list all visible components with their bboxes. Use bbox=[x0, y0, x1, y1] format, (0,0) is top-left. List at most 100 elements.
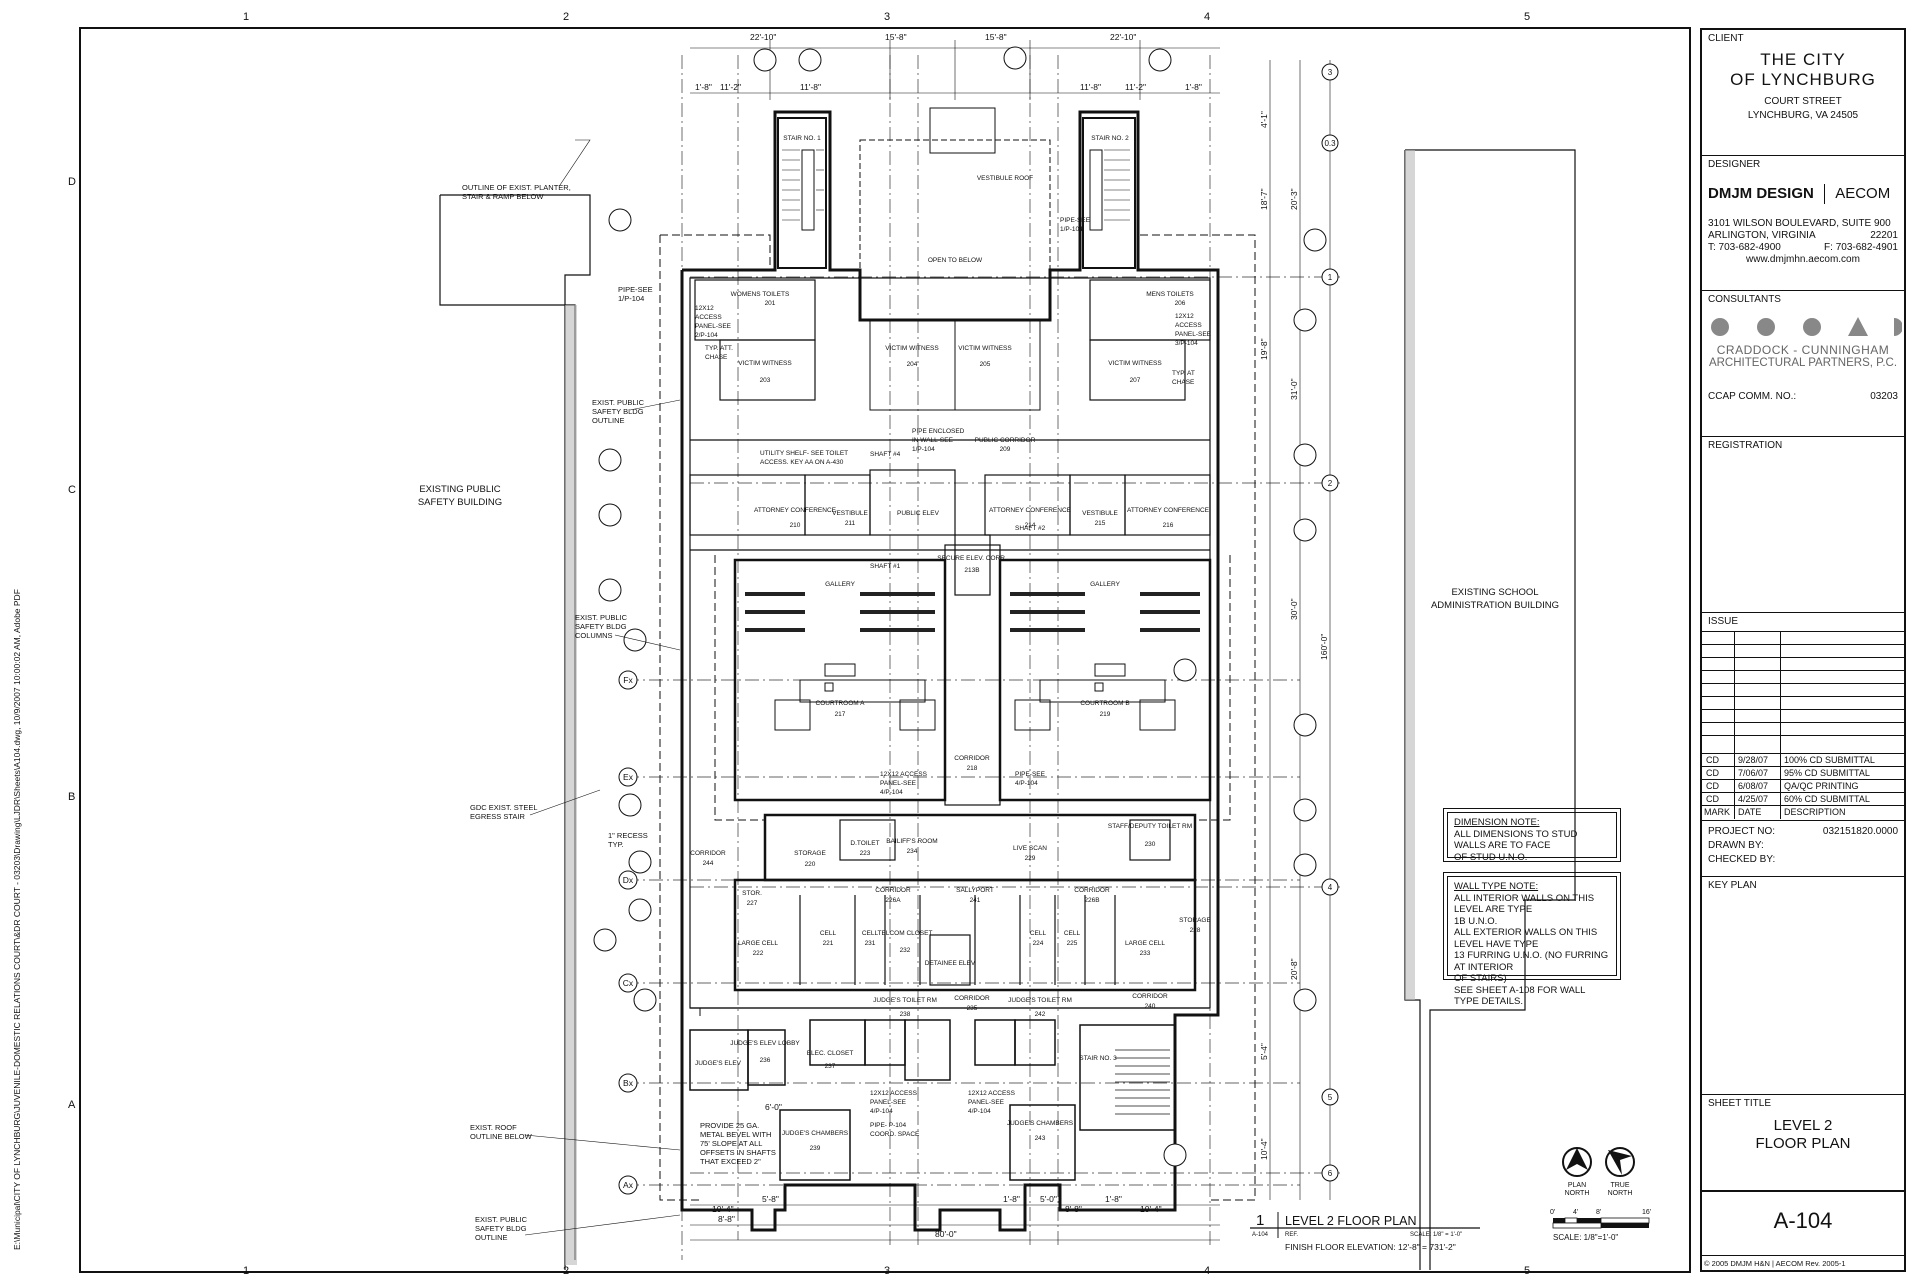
dim-top-4: 22'-10" bbox=[1110, 32, 1136, 42]
true-north-label-2: NORTH bbox=[1608, 1190, 1633, 1197]
wall-type-note-line-1: ALL INTERIOR WALLS ON THIS LEVEL ARE TYP… bbox=[1454, 892, 1595, 916]
scale-tick-16: 16' bbox=[1642, 1209, 1651, 1216]
room-224: 224 bbox=[1033, 940, 1044, 947]
ccap-number: 03203 bbox=[1870, 391, 1898, 402]
note-access2-2: PANEL-SEE bbox=[870, 1099, 907, 1106]
wall-type-note-title: WALL TYPE NOTE: bbox=[1454, 881, 1539, 892]
room-243: 243 bbox=[1035, 1135, 1046, 1142]
note-access-m-3: PANEL-SEE bbox=[1175, 331, 1212, 338]
drawing-ref-sheet: A-104 bbox=[1252, 1232, 1269, 1238]
sheet-title-section: SHEET TITLE LEVEL 2 FLOOR PLAN bbox=[1702, 1094, 1904, 1214]
egress-1: GDC EXIST. STEEL bbox=[470, 803, 538, 812]
issue-col-mark: MARK bbox=[1704, 807, 1731, 817]
room-228: 228 bbox=[1190, 927, 1201, 934]
copyright: © 2005 DMJM H&N | AECOM Rev. 2005-1 bbox=[1704, 1259, 1846, 1268]
room-221: 221 bbox=[823, 940, 834, 947]
designer-brand: AECOM bbox=[1835, 184, 1891, 202]
dim-right-10: 5'-4" bbox=[1259, 1043, 1269, 1060]
existing-psb-line2: SAFETY BUILDING bbox=[418, 497, 502, 508]
dim-top2-1: 1'-8" bbox=[695, 82, 712, 92]
true-north-label: TRUE bbox=[1610, 1182, 1629, 1189]
designer-web: www.dmjmhn.aecom.com bbox=[1746, 254, 1860, 265]
room-secure-corr: SECURE ELEV. CORR. bbox=[937, 555, 1007, 562]
room-211: 211 bbox=[845, 520, 856, 527]
room-atty-210: ATTORNEY CONFERENCE bbox=[754, 507, 837, 514]
note-access3-2: PANEL-SEE bbox=[968, 1099, 1005, 1106]
room-live-scan: LIVE SCAN bbox=[1013, 845, 1047, 852]
note-pipe-see2-2: 4/P-104 bbox=[1015, 780, 1038, 787]
sheet-title-header: SHEET TITLE bbox=[1708, 1098, 1771, 1109]
designer-header: DESIGNER bbox=[1708, 159, 1761, 170]
stair-3-treads bbox=[1115, 1049, 1170, 1115]
dim-bot-10: 10'-4" bbox=[1140, 1204, 1162, 1214]
dim-right-2: 18'-7" bbox=[1259, 188, 1269, 210]
room-bailiff: BAILIFF'S ROOM bbox=[886, 838, 937, 845]
plan-north-arrow-icon bbox=[1566, 1148, 1588, 1170]
scale-tick-0: 0' bbox=[1550, 1209, 1555, 1216]
room-judge-toilet-238: JUDGE'S TOILET RM bbox=[873, 997, 937, 1004]
consultant-name-2: ARCHITECTURAL PARTNERS, P.C. bbox=[1708, 357, 1898, 369]
client-name-1: THE CITY bbox=[1760, 50, 1846, 69]
room-204: 204 bbox=[907, 361, 918, 368]
left-grid-bubbles bbox=[618, 670, 638, 1195]
issue-1-desc: 100% CD SUBMITTAL bbox=[1784, 755, 1875, 765]
plan-annotations: SHAFT #1 SHAFT #2 SHAFT #4 UTILITY SHELF… bbox=[695, 217, 1212, 1138]
issue-4-desc: 60% CD SUBMITTAL bbox=[1784, 794, 1870, 804]
bottom-dimensions bbox=[690, 1204, 1220, 1241]
psb-outline-2: SAFETY BLDG bbox=[592, 407, 644, 416]
sheet-border bbox=[79, 27, 1691, 1273]
grid-bubble-0-3: 0.3 bbox=[1324, 139, 1336, 148]
issue-row-3: CD 6/08/07 QA/QC PRINTING bbox=[1702, 779, 1904, 793]
note-chase-w-1: TYP. ATT. bbox=[705, 345, 733, 352]
issue-row-1: CD 9/28/07 100% CD SUBMITTAL bbox=[1702, 753, 1904, 767]
roof-outline-1: EXIST. ROOF bbox=[470, 1123, 517, 1132]
room-cell-225: CELL bbox=[1064, 930, 1081, 937]
copyright-rule bbox=[1702, 1254, 1904, 1256]
right-grid-bubbles bbox=[1321, 63, 1339, 1182]
client-section: CLIENT THE CITY OF LYNCHBURG COURT STREE… bbox=[1702, 30, 1904, 155]
col-label-top-1: 1 bbox=[243, 11, 249, 23]
courtroom-furniture bbox=[774, 663, 1176, 731]
room-dtoilet: D.TOILET bbox=[850, 840, 879, 847]
section-callouts bbox=[593, 46, 1327, 1167]
row-label-A: A bbox=[68, 1099, 76, 1111]
room-telcom: TELCOM CLOSET bbox=[878, 930, 933, 937]
col-label-bot-5: 5 bbox=[1524, 1265, 1530, 1277]
dim-top-3: 15'-8" bbox=[985, 32, 1007, 42]
grid-bubble-5: 5 bbox=[1328, 1093, 1333, 1102]
roof-outline-dashed bbox=[659, 234, 1256, 1201]
psb-outline2-3: OUTLINE bbox=[475, 1233, 508, 1242]
wall-type-note-line-2: 1B U.N.O. bbox=[1454, 915, 1498, 927]
designer-tel: T: 703-682-4900 bbox=[1708, 242, 1781, 253]
right-dimension-labels: 4'-1" 18'-7" 20'-3" 19'-8" 31'-0" 30'-0"… bbox=[1259, 111, 1329, 1160]
col-label-top-5: 5 bbox=[1524, 11, 1530, 23]
room-judge-elev: JUDGE'S ELEV bbox=[695, 1060, 742, 1067]
room-womens-toilets: WOMENS TOILETS bbox=[731, 291, 790, 298]
interior-shell bbox=[689, 277, 1211, 1009]
room-open-below: OPEN TO BELOW bbox=[928, 257, 983, 264]
room-223: 223 bbox=[860, 850, 871, 857]
note-pipe-enc-3: 1/P-104 bbox=[912, 446, 935, 453]
room-vest-215: VESTIBULE bbox=[1082, 510, 1118, 517]
sheet-number-section: A-104 bbox=[1702, 1190, 1904, 1250]
issue-2-date: 7/06/07 bbox=[1738, 768, 1769, 778]
existing-psb-hatch bbox=[565, 305, 577, 1265]
room-large-cell-233: LARGE CELL bbox=[1125, 940, 1165, 947]
existing-school-hatch bbox=[1405, 150, 1415, 1000]
project-no: 032151820.0000 bbox=[1822, 826, 1898, 837]
room-corridor-226a: CORRIDOR bbox=[875, 887, 911, 894]
planter-note-1: OUTLINE OF EXIST. PLANTER, bbox=[462, 183, 571, 192]
dim-right-4: 19'-8" bbox=[1259, 338, 1269, 360]
psb-outline2-1: EXIST. PUBLIC bbox=[475, 1215, 528, 1224]
bottom-dimension-labels: 5'-8" 8'-8" 10'-4" 1'-8" 6'-0" 80'-0" 5'… bbox=[712, 1102, 1162, 1239]
key-plan-header: KEY PLAN bbox=[1708, 880, 1757, 891]
room-corridor-218: CORRIDOR bbox=[954, 755, 990, 762]
room-207: 207 bbox=[1130, 377, 1141, 384]
room-226b: 226B bbox=[1084, 897, 1099, 904]
col-label-top-2: 2 bbox=[563, 11, 569, 23]
true-north-arrow-icon bbox=[1608, 1150, 1632, 1175]
existing-school-outline bbox=[1404, 149, 1576, 1270]
plan-north-label: PLAN bbox=[1568, 1182, 1586, 1189]
room-corridor-244: CORRIDOR bbox=[690, 850, 726, 857]
